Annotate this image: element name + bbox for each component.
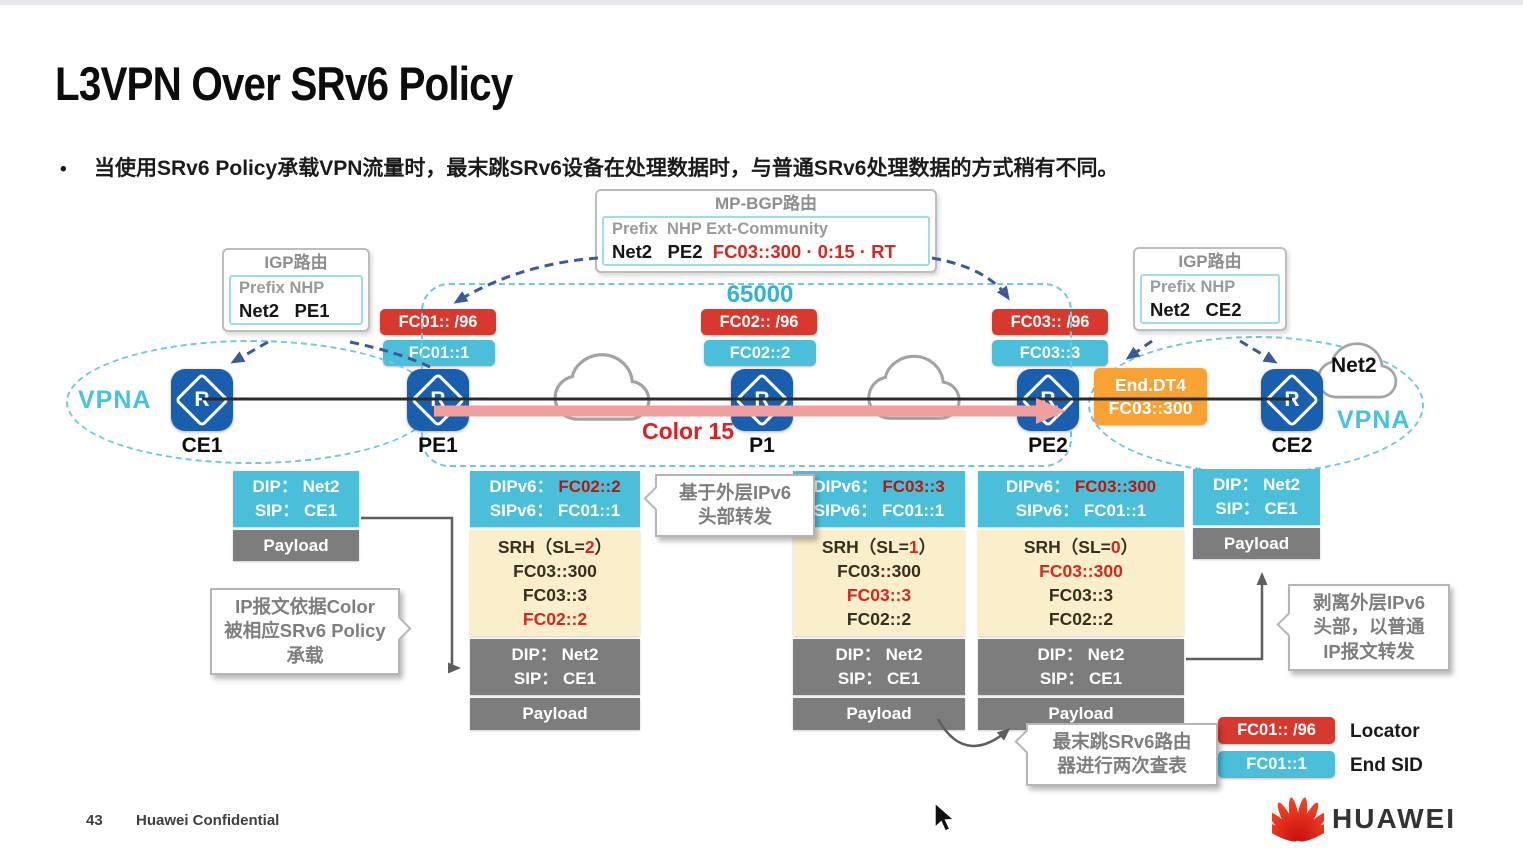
router-icon-p1: R [731, 369, 793, 431]
legend-endsid-label: End SID [1350, 755, 1423, 776]
packet-stack-p1: DIPv6： FC03::3 SIPv6： FC01::1 SRH（SL=1） … [793, 471, 965, 730]
packet-stack-ce1: DIP： Net2 SIP： CE1 Payload [233, 471, 359, 562]
legend-locator-label: Locator [1350, 721, 1420, 742]
callout-outer-ipv6-forward: 基于外层IPv6 头部转发 [643, 474, 815, 537]
router-icon-ce1: R [171, 369, 233, 431]
igp-left-row: Net2 PE1 [239, 300, 330, 322]
router-label-pe2: PE2 [1028, 434, 1068, 457]
payload-ce2: Payload [1193, 527, 1320, 560]
callout-policy-carry: IP报文依据Color 被相应SRv6 Policy 承载 [210, 588, 412, 676]
router-icon-pe2: R [1017, 369, 1079, 431]
ip-header-ce1: DIP： Net2 SIP： CE1 [233, 471, 359, 527]
window-edge [0, 0, 1523, 5]
packet-stack-pe2: DIPv6： FC03::300 SIPv6： FC01::1 SRH（SL=0… [978, 471, 1184, 730]
srh-p1: SRH（SL=1） FC03::300 FC03::3 FC02::2 [793, 529, 965, 637]
network-cloud-left [553, 353, 651, 421]
payload-p1: Payload [793, 697, 965, 730]
mp-bgp-title: MP-BGP路由 [715, 194, 817, 213]
mouse-cursor [934, 803, 956, 832]
igp-left-header: Prefix NHP [239, 279, 325, 298]
router-icon-ce2: R [1261, 369, 1323, 431]
callout-double-lookup: 最末跳SRv6路由 器进行两次查表 [1014, 723, 1218, 786]
net2-cloud [1316, 342, 1398, 399]
mp-bgp-row-prefix: Net2 PE2 [612, 241, 713, 263]
mp-bgp-row-ext-community: FC03::300 · 0:15 · RT [712, 241, 896, 263]
router-label-ce1: CE1 [181, 434, 223, 457]
locator-badge-fc01: FC01:: /96 [380, 309, 496, 335]
igp-route-box-left: IGP路由 Prefix NHP Net2 PE1 [222, 248, 370, 333]
igp-right-row: Net2 CE2 [1150, 299, 1242, 321]
srv6-policy-color-label: Color 15 [642, 418, 735, 444]
end-dt4-line1: End.DT4 [1115, 374, 1186, 395]
igp-route-box-right: IGP路由 Prefix NHP Net2 CE2 [1133, 247, 1287, 332]
ipv6-header-pe1: DIPv6： FC02::2 SIPv6： FC01::1 [470, 471, 640, 527]
end-dt4-line2: FC03::300 [1108, 397, 1193, 418]
locator-badge-fc02: FC02:: /96 [701, 309, 817, 335]
mp-bgp-table: Prefix NHP Ext-Community Net2 PE2 FC03::… [602, 216, 930, 267]
igp-right-title: IGP路由 [1178, 252, 1242, 271]
network-cloud-right [867, 354, 961, 420]
inner-ip-header-p1: DIP： Net2 SIP： CE1 [793, 639, 965, 695]
router-label-pe1: PE1 [418, 434, 458, 457]
payload-ce1: Payload [233, 529, 359, 562]
bullet-marker: • [60, 159, 67, 180]
packet-stack-pe1: DIPv6： FC02::2 SIPv6： FC01::1 SRH（SL=2） … [470, 471, 640, 730]
huawei-brand: HUAWEI [1272, 795, 1456, 843]
router-label-p1: P1 [749, 434, 775, 457]
inner-ip-header-pe2: DIP： Net2 SIP： CE1 [978, 639, 1184, 695]
end-dt4-badge: End.DT4 FC03::300 [1094, 368, 1207, 425]
endsid-badge-fc02: FC02::2 [704, 340, 816, 366]
srh-pe2: SRH（SL=0） FC03::300 FC03::3 FC02::2 [978, 529, 1184, 637]
net2-cloud-label: Net2 [1331, 354, 1377, 377]
igp-right-header: Prefix NHP [1150, 278, 1236, 297]
igp-left-title: IGP路由 [264, 253, 328, 272]
router-icon-pe1: R [407, 369, 469, 431]
mp-bgp-header: Prefix NHP Ext-Community [612, 220, 829, 239]
packet-stack-ce2: DIP： Net2 SIP： CE1 Payload [1193, 469, 1320, 560]
pe2-to-ce2-packet-connector [1186, 572, 1268, 661]
callout-strip-header: 剥离外层IPv6 头部，以普通 IP报文转发 [1276, 584, 1450, 672]
endsid-badge-fc03: FC03::3 [992, 340, 1108, 366]
mp-bgp-row: Net2 PE2 FC03::300 · 0:15 · RT [612, 240, 920, 263]
page-number: 43 [86, 812, 103, 829]
ipv6-header-pe2: DIPv6： FC03::300 SIPv6： FC01::1 [978, 471, 1184, 527]
huawei-wordmark: HUAWEI [1332, 803, 1456, 834]
bullet-text: 当使用SRv6 Policy承载VPN流量时，最末跳SRv6设备在处理数据时，与… [94, 157, 1119, 180]
vpn-a-left-ellipse [66, 340, 436, 464]
srh-pe1: SRH（SL=2） FC03::300 FC03::3 FC02::2 [470, 529, 640, 637]
confidential-label: Huawei Confidential [136, 812, 280, 829]
ipv6-header-p1: DIPv6： FC03::3 SIPv6： FC01::1 [793, 471, 965, 527]
bullet-line: • 当使用SRv6 Policy承载VPN流量时，最末跳SRv6设备在处理数据时，… [60, 152, 1118, 182]
page-title: L3VPN Over SRv6 Policy [55, 57, 513, 110]
locator-badge-fc03: FC03:: /96 [992, 309, 1108, 335]
payload-pe1: Payload [470, 697, 640, 730]
huawei-logo-icon [1272, 797, 1324, 842]
inner-ip-header-pe1: DIP： Net2 SIP： CE1 [470, 639, 640, 695]
router-label-ce2: CE2 [1271, 434, 1313, 457]
mp-bgp-route-box: MP-BGP路由 Prefix NHP Ext-Community Net2 P… [595, 189, 937, 274]
ip-header-ce2: DIP： Net2 SIP： CE1 [1193, 469, 1320, 525]
legend-endsid-badge: FC01::1 [1218, 751, 1335, 778]
legend-locator-badge: FC01:: /96 [1218, 717, 1335, 744]
as-number: 65000 [726, 281, 794, 308]
